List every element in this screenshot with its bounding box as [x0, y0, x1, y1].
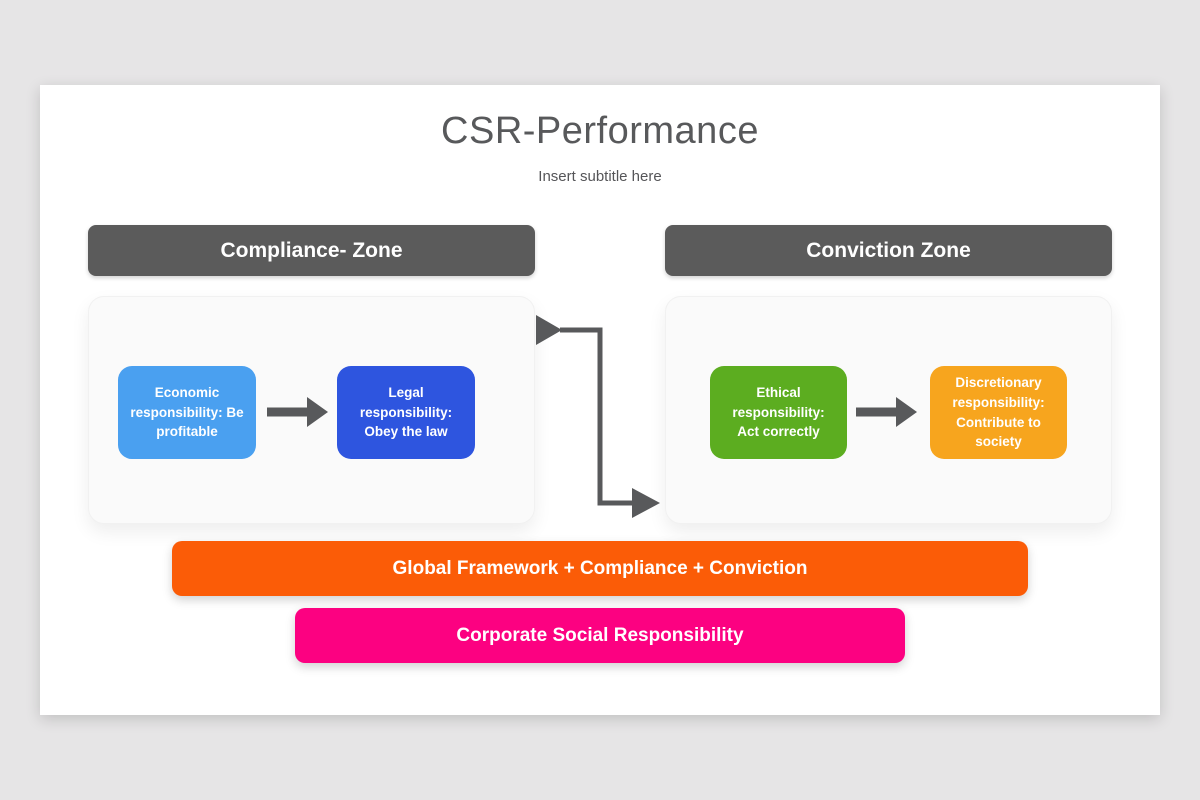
discretionary-responsibility-node: Discretionary responsibility: Contribute…	[930, 366, 1067, 459]
legal-responsibility-node: Legal responsibility: Obey the law	[337, 366, 475, 459]
economic-responsibility-label: Economic responsibility: Be profitable	[130, 385, 244, 440]
corporate-social-responsibility-bar: Corporate Social Responsibility	[295, 608, 905, 663]
compliance-zone-header: Compliance- Zone	[88, 225, 535, 276]
corporate-social-responsibility-bar-label: Corporate Social Responsibility	[456, 624, 744, 646]
slide: CSR-Performance Insert subtitle here Com…	[40, 85, 1160, 715]
economic-responsibility-node: Economic responsibility: Be profitable	[118, 366, 256, 459]
zone-connector-elbow-arrow-icon	[536, 315, 660, 518]
right-arrow-icon	[267, 397, 328, 427]
conviction-zone-header-label: Conviction Zone	[806, 238, 971, 262]
right-arrow-icon	[856, 397, 917, 427]
discretionary-responsibility-label: Discretionary responsibility: Contribute…	[952, 375, 1045, 450]
ethical-responsibility-label: Ethical responsibility: Act correctly	[732, 385, 825, 440]
compliance-zone-header-label: Compliance- Zone	[220, 238, 403, 262]
global-framework-bar-label: Global Framework + Compliance + Convicti…	[392, 557, 808, 579]
page-title: CSR-Performance	[441, 110, 759, 152]
conviction-zone-header: Conviction Zone	[665, 225, 1112, 276]
page-subtitle: Insert subtitle here	[538, 168, 662, 185]
legal-responsibility-label: Legal responsibility: Obey the law	[359, 385, 453, 440]
ethical-responsibility-node: Ethical responsibility: Act correctly	[710, 366, 847, 459]
global-framework-bar: Global Framework + Compliance + Convicti…	[172, 541, 1028, 596]
